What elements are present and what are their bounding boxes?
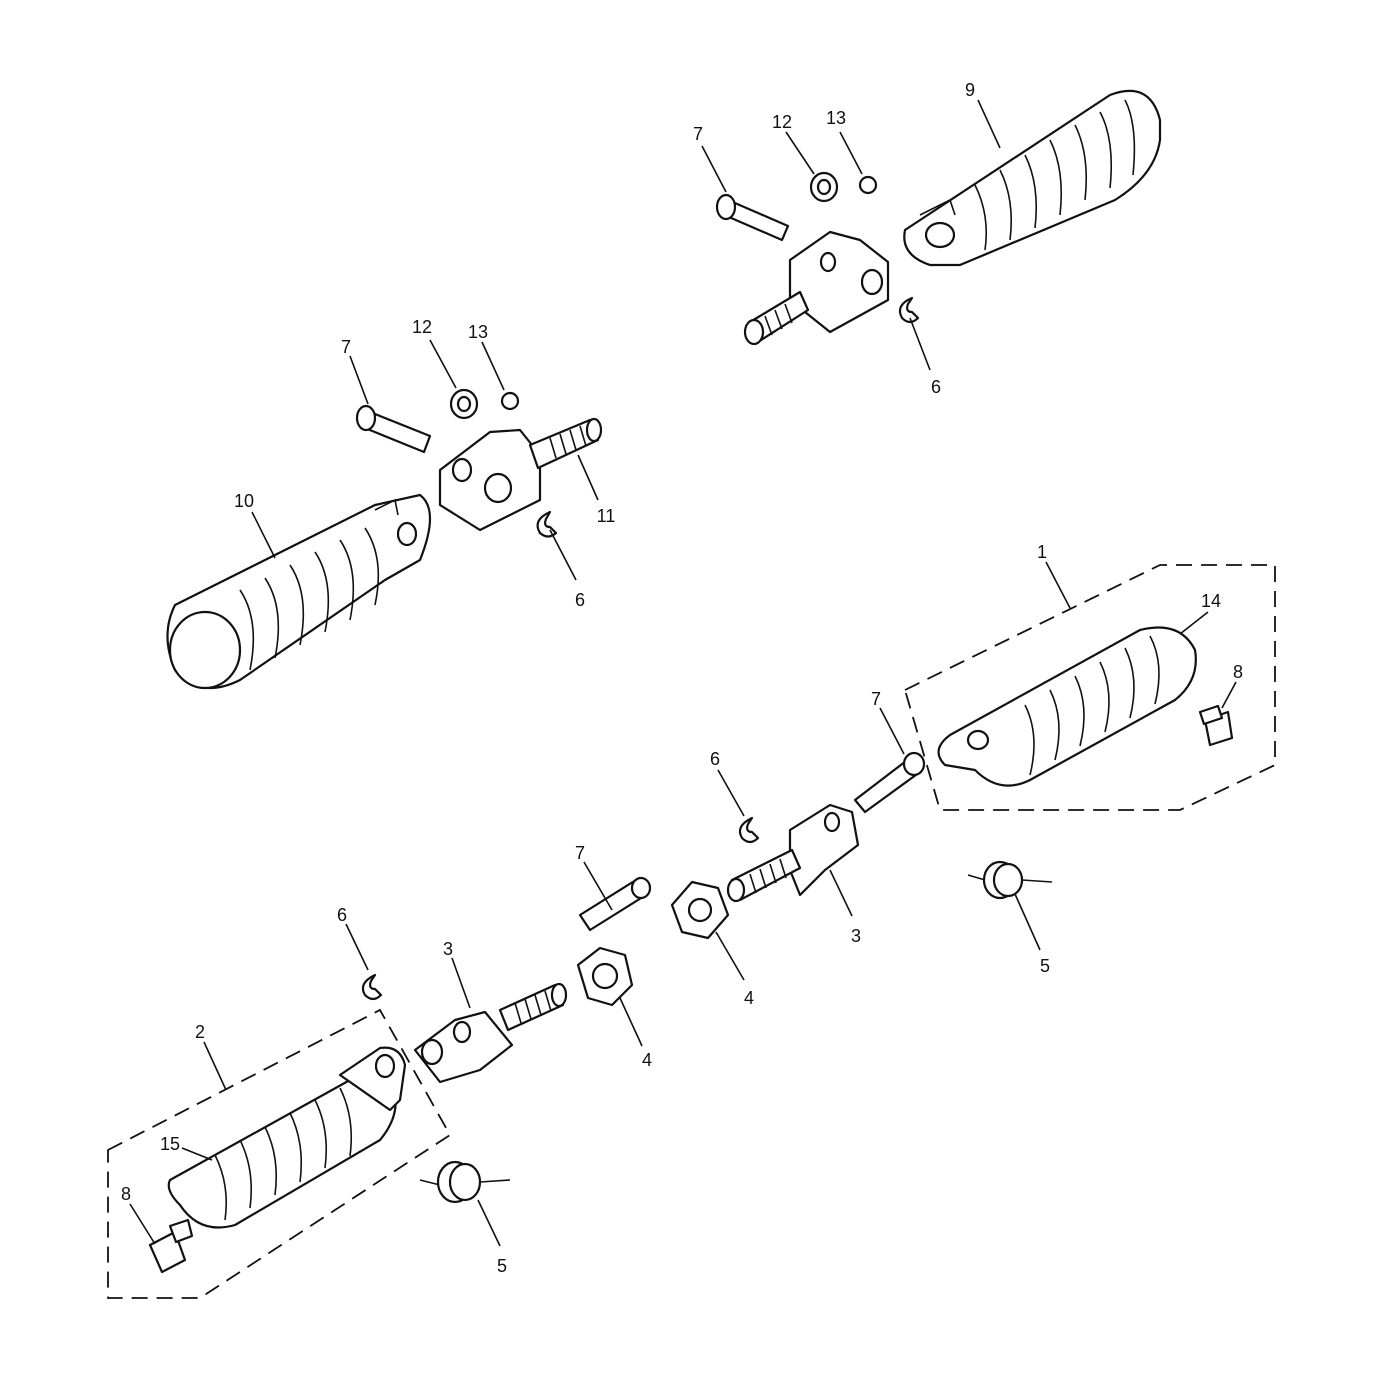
pin-7-top xyxy=(715,193,790,242)
circlip-6-right xyxy=(738,816,760,844)
callout-4: 4 xyxy=(642,1050,652,1070)
washer-12-left xyxy=(449,388,479,420)
leader-lines xyxy=(129,99,1237,1247)
nut-4-right xyxy=(670,880,730,940)
callout-14: 14 xyxy=(1201,591,1221,611)
callout-labels: 9 7 12 13 6 7 12 13 10 11 6 1 14 8 7 6 3… xyxy=(121,80,1243,1276)
assembly-2-dashed-outline xyxy=(107,1008,452,1299)
callout-6: 6 xyxy=(931,377,941,397)
callout-12: 12 xyxy=(412,317,432,337)
bracket-right xyxy=(726,803,860,903)
callout-6: 6 xyxy=(710,749,720,769)
circlip-6-left xyxy=(536,510,558,538)
footpeg-10 xyxy=(166,493,431,690)
callout-1: 1 xyxy=(1037,542,1047,562)
callout-13: 13 xyxy=(826,108,846,128)
footpeg-14 xyxy=(937,626,1197,787)
callout-2: 2 xyxy=(195,1022,205,1042)
assembly-1-dashed-outline xyxy=(903,564,1276,811)
pin-7-right xyxy=(853,751,926,814)
callout-12: 12 xyxy=(772,112,792,132)
spring-5-left xyxy=(419,1160,511,1204)
spring-5-right xyxy=(967,860,1053,900)
ball-13-left xyxy=(500,391,520,411)
callout-9: 9 xyxy=(965,80,975,100)
bolt-8-right xyxy=(1198,704,1234,747)
bracket-left-lower xyxy=(413,982,568,1084)
bolt-8-left xyxy=(148,1218,194,1274)
footpeg-15 xyxy=(167,1046,407,1229)
callout-6: 6 xyxy=(337,905,347,925)
footpeg-9 xyxy=(903,89,1162,267)
callout-10: 10 xyxy=(234,491,254,511)
callout-15: 15 xyxy=(160,1134,180,1154)
callout-11: 11 xyxy=(597,506,616,526)
callout-7: 7 xyxy=(693,124,703,144)
ball-13-top xyxy=(858,175,878,195)
callout-3: 3 xyxy=(443,939,453,959)
callout-7: 7 xyxy=(341,337,351,357)
callout-4: 4 xyxy=(744,988,754,1008)
callout-7: 7 xyxy=(871,689,881,709)
callout-5: 5 xyxy=(497,1256,507,1276)
callout-7: 7 xyxy=(575,843,585,863)
circlip-6-left-lower xyxy=(361,973,383,1001)
circlip-6-top xyxy=(898,296,920,324)
nut-4-left xyxy=(576,946,634,1007)
callout-13: 13 xyxy=(468,322,488,342)
washer-12-top xyxy=(809,171,839,203)
callout-8: 8 xyxy=(1233,662,1243,682)
pin-7-lower xyxy=(578,876,652,932)
bracket-top-right xyxy=(743,230,890,346)
pin-7-left xyxy=(355,404,432,454)
callout-8: 8 xyxy=(121,1184,131,1204)
callout-6: 6 xyxy=(575,590,585,610)
callout-5: 5 xyxy=(1040,956,1050,976)
callout-3: 3 xyxy=(851,926,861,946)
bracket-left-middle xyxy=(438,417,603,532)
